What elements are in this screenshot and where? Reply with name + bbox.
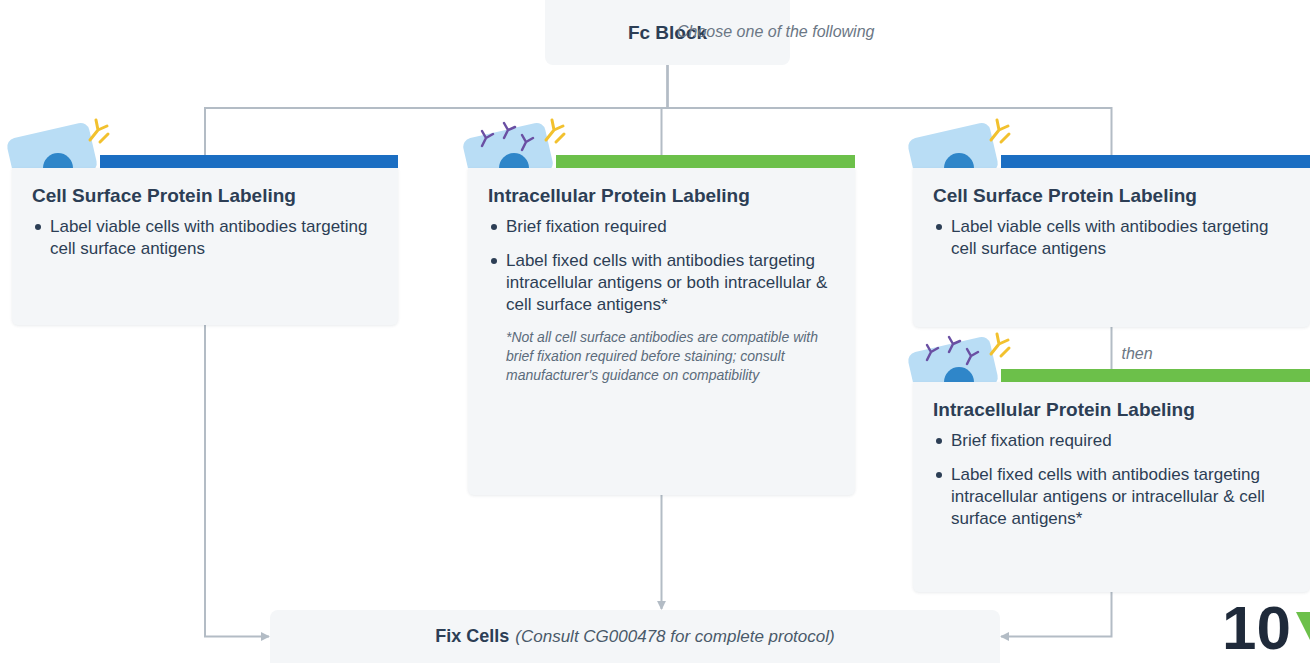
logo-mark — [1296, 612, 1310, 640]
protocol-panel: Cell Surface Protein LabelingLabel viabl… — [12, 168, 398, 325]
node-text: Label fixed cells with antibodies target… — [933, 464, 1290, 530]
flow-arrow — [661, 495, 663, 609]
node-text: Label fixed cells with antibodies target… — [488, 250, 835, 316]
flow-arrow — [205, 325, 269, 637]
logo-text: 10 — [1222, 596, 1291, 660]
node-text: Label viable cells with antibodies targe… — [933, 216, 1290, 260]
node-text: Brief fixation required — [933, 430, 1290, 452]
header-bar — [1001, 369, 1310, 382]
node-text: Fix Cells — [435, 626, 509, 647]
flow-arrow — [205, 65, 668, 167]
protocol-panel: Intracellular Protein LabelingBrief fixa… — [913, 382, 1310, 592]
header-bar — [100, 155, 398, 168]
protocol-panel: Cell Surface Protein LabelingLabel viabl… — [913, 168, 1310, 327]
panel-heading: Intracellular Protein Labeling — [488, 184, 835, 208]
step-box: Fix Cells (Consult CG000478 for complete … — [270, 610, 1000, 663]
node-text: (Consult CG000478 for complete protocol) — [515, 627, 834, 647]
flow-arrow — [1001, 592, 1112, 637]
flow-note: Choose one of the following — [677, 23, 874, 41]
node-text: Label viable cells with antibodies targe… — [32, 216, 378, 260]
panel-heading: Cell Surface Protein Labeling — [32, 184, 378, 208]
panel-heading: Cell Surface Protein Labeling — [933, 184, 1290, 208]
flow-arrow — [668, 65, 1112, 167]
header-bar — [556, 155, 855, 168]
panel-heading: Intracellular Protein Labeling — [933, 398, 1290, 422]
protocol-panel: Intracellular Protein LabelingBrief fixa… — [468, 168, 855, 495]
edge-label: then — [1120, 345, 1155, 363]
footnote: *Not all cell surface antibodies are com… — [488, 328, 835, 385]
node-text: Brief fixation required — [488, 216, 835, 238]
header-bar — [1001, 155, 1310, 168]
